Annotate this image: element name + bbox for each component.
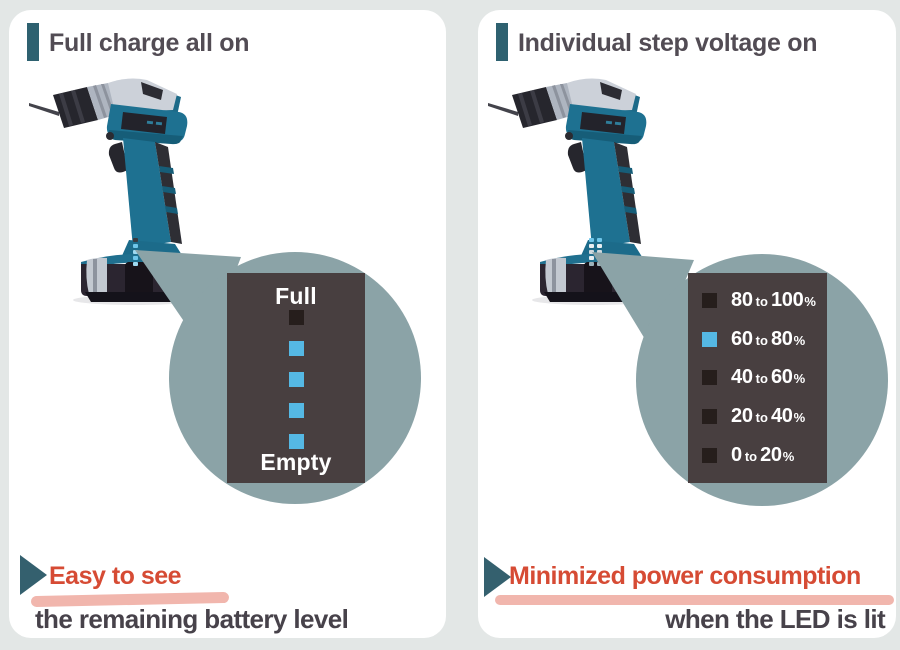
mini-led-dot bbox=[133, 262, 138, 266]
mini-led-dot bbox=[589, 238, 594, 242]
header-accent-bar bbox=[27, 23, 39, 61]
drill-illustration-icon bbox=[482, 70, 657, 305]
led-square bbox=[702, 331, 717, 347]
mini-led-dot bbox=[589, 256, 594, 260]
battery-level-display: Full Empty bbox=[227, 273, 365, 483]
led-column bbox=[288, 310, 304, 449]
headline-underline bbox=[495, 595, 894, 605]
mini-led-dot bbox=[589, 244, 594, 248]
drill-illustration-icon bbox=[23, 70, 198, 305]
led-square bbox=[288, 310, 304, 325]
panel-header: Full charge all on bbox=[27, 23, 250, 61]
mini-led-dot bbox=[589, 250, 594, 254]
mini-led-dot bbox=[133, 238, 138, 242]
mini-led-dot bbox=[597, 262, 602, 266]
panel-title: Full charge all on bbox=[49, 28, 250, 57]
header-accent-bar bbox=[496, 23, 508, 61]
mini-led-dot bbox=[133, 244, 138, 248]
arrow-bullet-icon bbox=[484, 557, 511, 597]
claim-headline: Minimized power consumption bbox=[509, 562, 861, 590]
led-square bbox=[288, 341, 304, 356]
mini-led-dot bbox=[597, 238, 602, 242]
mini-led-dot bbox=[597, 250, 602, 254]
battery-indicator-leds bbox=[589, 238, 602, 266]
claim-subline: when the LED is lit bbox=[665, 604, 885, 634]
panel-header: Individual step voltage on bbox=[496, 23, 817, 61]
led-square bbox=[702, 370, 717, 386]
led-square bbox=[702, 292, 717, 308]
empty-label: Empty bbox=[260, 449, 332, 475]
mini-led-dot bbox=[133, 256, 138, 260]
mini-led-dot bbox=[133, 250, 138, 254]
led-square bbox=[702, 409, 717, 425]
mini-led-dot bbox=[597, 256, 602, 260]
arrow-bullet-icon bbox=[20, 555, 47, 595]
panel-full-charge: Full charge all on Full Empty Easy to se… bbox=[9, 10, 446, 638]
claim-subline: the remaining battery level bbox=[35, 604, 349, 634]
drill-image bbox=[482, 70, 657, 305]
full-label: Full bbox=[275, 283, 317, 309]
led-square bbox=[288, 434, 304, 449]
mini-led-dot bbox=[589, 262, 594, 266]
led-square bbox=[288, 372, 304, 387]
led-square bbox=[288, 403, 304, 418]
mini-led-dot bbox=[597, 244, 602, 248]
drill-image bbox=[23, 70, 198, 305]
panel-title: Individual step voltage on bbox=[518, 28, 818, 57]
battery-indicator-leds bbox=[133, 238, 138, 266]
led-square bbox=[702, 448, 717, 464]
claim-headline: Easy to see bbox=[49, 562, 182, 590]
